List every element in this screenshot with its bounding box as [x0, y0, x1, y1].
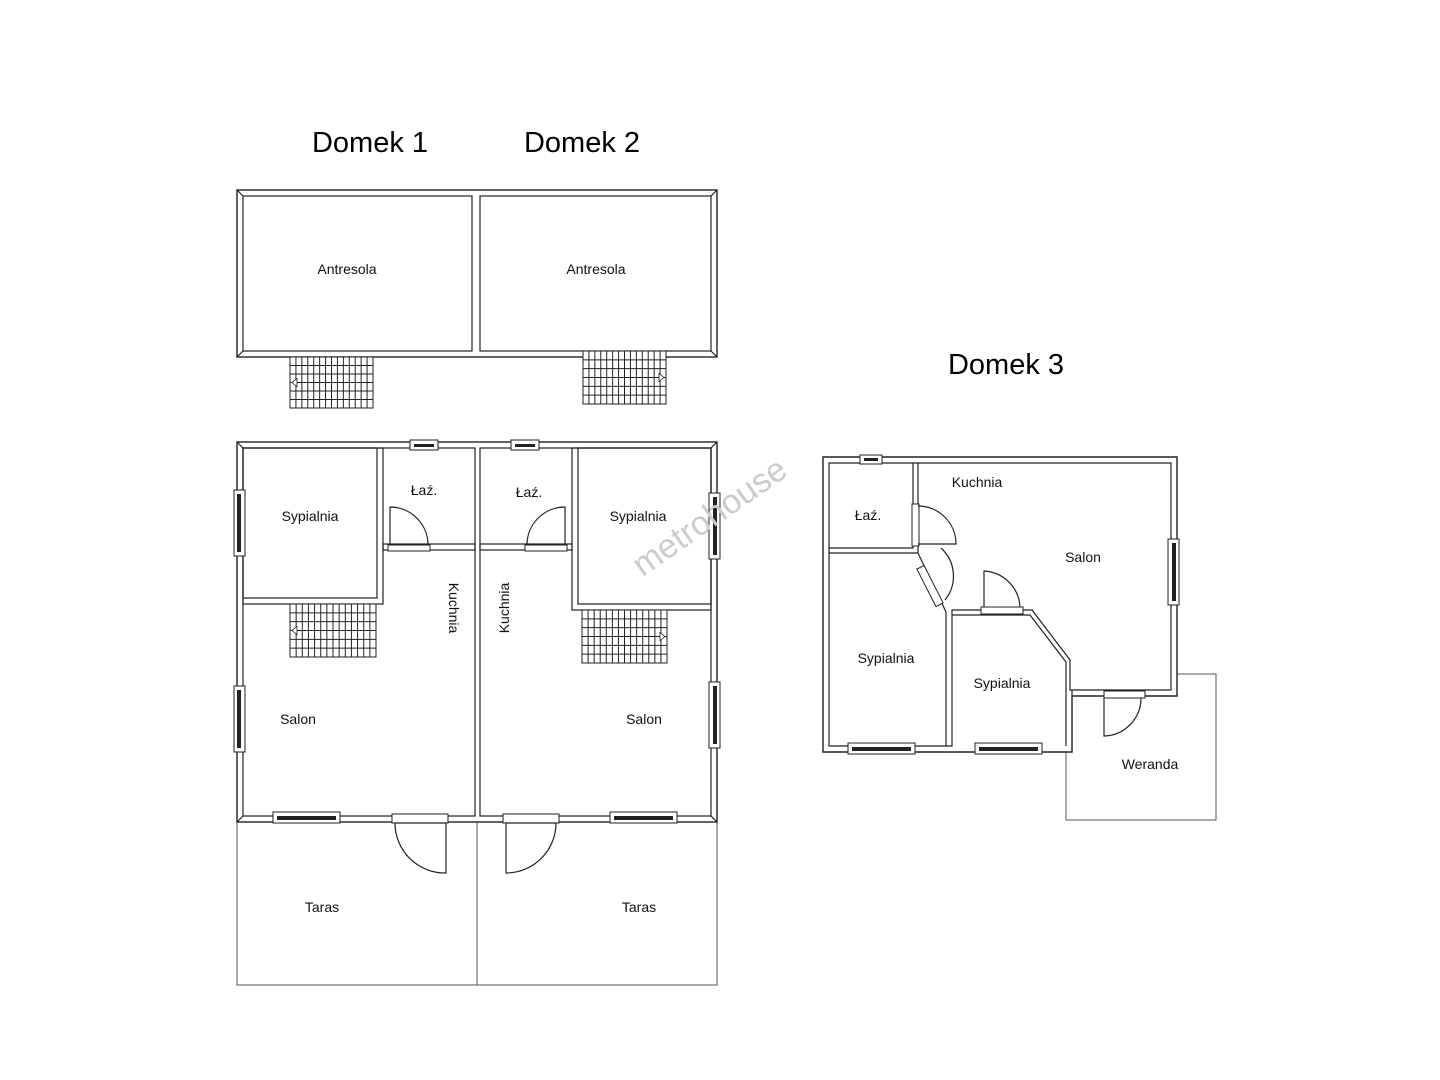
room-label-kuchnia: Kuchnia	[446, 583, 462, 634]
room-label-taras: Taras	[305, 899, 339, 915]
room-label-lazienka: Łaź.	[516, 484, 542, 500]
door	[387, 506, 431, 552]
window	[1167, 538, 1180, 606]
room-label-lazienka: Łaź.	[855, 507, 881, 523]
window	[233, 489, 246, 557]
door	[1103, 690, 1146, 737]
room-label-salon: Salon	[626, 711, 662, 727]
window	[859, 454, 883, 465]
window	[708, 681, 721, 749]
stairs	[289, 356, 374, 409]
window	[708, 492, 721, 560]
room-label-kuchnia: Kuchnia	[496, 582, 512, 633]
door	[502, 813, 560, 874]
window	[847, 742, 916, 755]
taras-2	[476, 821, 718, 986]
antresola-plan	[236, 189, 718, 409]
door	[524, 506, 568, 552]
window	[272, 811, 341, 824]
stairs	[581, 609, 668, 664]
room-label-taras: Taras	[622, 899, 656, 915]
room-label-antresola-1: Antresola	[317, 261, 376, 277]
stairs	[582, 350, 667, 405]
door	[980, 570, 1024, 615]
window	[609, 811, 678, 824]
room-label-lazienka: Łaź.	[411, 482, 437, 498]
title-domek-3: Domek 3	[948, 349, 1064, 381]
taras-1	[236, 821, 478, 986]
title-domek-2: Domek 2	[524, 127, 640, 159]
title-domek-1: Domek 1	[312, 127, 428, 159]
ground-plan-domek-1-2	[233, 439, 721, 986]
door	[916, 547, 954, 608]
room-label-salon: Salon	[280, 711, 316, 727]
room-label-sypialnia: Sypialnia	[974, 675, 1031, 691]
window	[409, 439, 439, 451]
ground-plan-domek-3	[822, 454, 1217, 821]
room-label-kuchnia: Kuchnia	[952, 474, 1003, 490]
door	[911, 503, 957, 547]
room-label-antresola-2: Antresola	[566, 261, 625, 277]
window	[974, 742, 1043, 755]
room-label-sypialnia: Sypialnia	[610, 508, 667, 524]
door	[391, 813, 449, 874]
window	[510, 439, 540, 451]
room-label-sypialnia: Sypialnia	[858, 650, 915, 666]
stairs	[289, 603, 377, 658]
room-label-salon: Salon	[1065, 549, 1101, 565]
window	[233, 685, 246, 753]
room-label-sypialnia: Sypialnia	[282, 508, 339, 524]
room-label-weranda: Weranda	[1122, 756, 1179, 772]
